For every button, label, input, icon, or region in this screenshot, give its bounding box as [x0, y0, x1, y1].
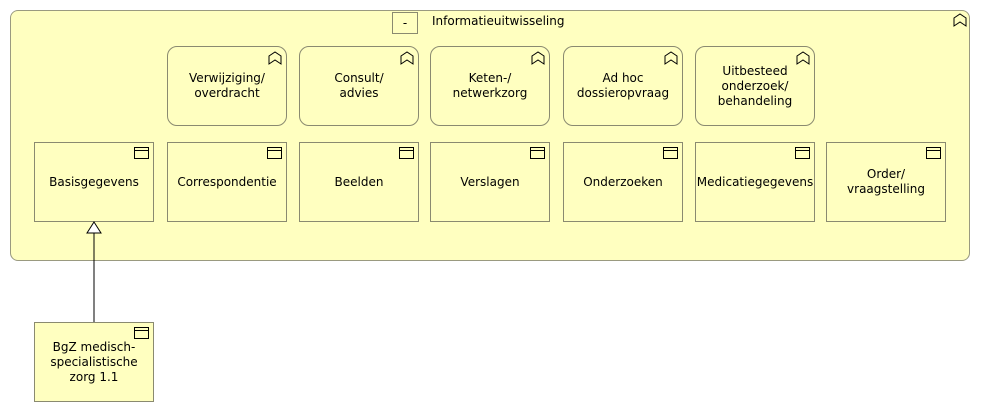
node-label: Beelden [334, 174, 384, 189]
function-icon [953, 13, 967, 27]
group-title: Informatieuitwisseling [432, 14, 565, 28]
data-object-icon [267, 147, 282, 159]
node-label: Uitbesteed onderzoek/ behandeling [717, 63, 793, 108]
node-label: Verslagen [460, 174, 520, 189]
data-object-icon [134, 147, 149, 159]
node-label: Consult/ advies [334, 71, 384, 100]
function-icon [531, 51, 545, 65]
function-icon [664, 51, 678, 65]
data-object-icon [795, 147, 810, 159]
node-label: Keten-/ netwerkzorg [452, 71, 528, 100]
function-consult[interactable]: Consult/ advies [299, 46, 419, 126]
node-label: Onderzoeken [583, 174, 663, 189]
node-label: Medicatiegegevens [696, 174, 814, 189]
object-verslagen[interactable]: Verslagen [430, 142, 550, 222]
function-icon [268, 51, 282, 65]
object-basisgegevens[interactable]: Basisgegevens [34, 142, 154, 222]
object-onderzoeken[interactable]: Onderzoeken [563, 142, 683, 222]
function-icon [400, 51, 414, 65]
function-ketenzorg[interactable]: Keten-/ netwerkzorg [430, 46, 550, 126]
object-beelden[interactable]: Beelden [299, 142, 419, 222]
object-order-vraagstelling[interactable]: Order/ vraagstelling [826, 142, 946, 222]
object-medicatiegegevens[interactable]: Medicatiegegevens [695, 142, 815, 222]
data-object-icon [663, 147, 678, 159]
collapse-button[interactable]: - [392, 12, 418, 34]
node-label: Correspondentie [177, 174, 277, 189]
node-label: Basisgegevens [49, 174, 139, 189]
function-verwijziging[interactable]: Verwijziging/ overdracht [167, 46, 287, 126]
node-label: Order/ vraagstelling [847, 167, 925, 196]
data-object-icon [399, 147, 414, 159]
function-uitbesteed[interactable]: Uitbesteed onderzoek/ behandeling [695, 46, 815, 126]
data-object-icon [134, 327, 149, 339]
function-icon [796, 51, 810, 65]
object-correspondentie[interactable]: Correspondentie [167, 142, 287, 222]
object-bgz[interactable]: BgZ medisch-specialistische zorg 1.1 [34, 322, 154, 402]
node-label: Ad hoc dossieropvraag [576, 71, 670, 100]
function-dossieropvraag[interactable]: Ad hoc dossieropvraag [563, 46, 683, 126]
data-object-icon [926, 147, 941, 159]
data-object-icon [530, 147, 545, 159]
specialization-arrowhead [86, 221, 102, 234]
node-label: Verwijziging/ overdracht [189, 71, 265, 100]
node-label: BgZ medisch-specialistische zorg 1.1 [50, 339, 138, 384]
